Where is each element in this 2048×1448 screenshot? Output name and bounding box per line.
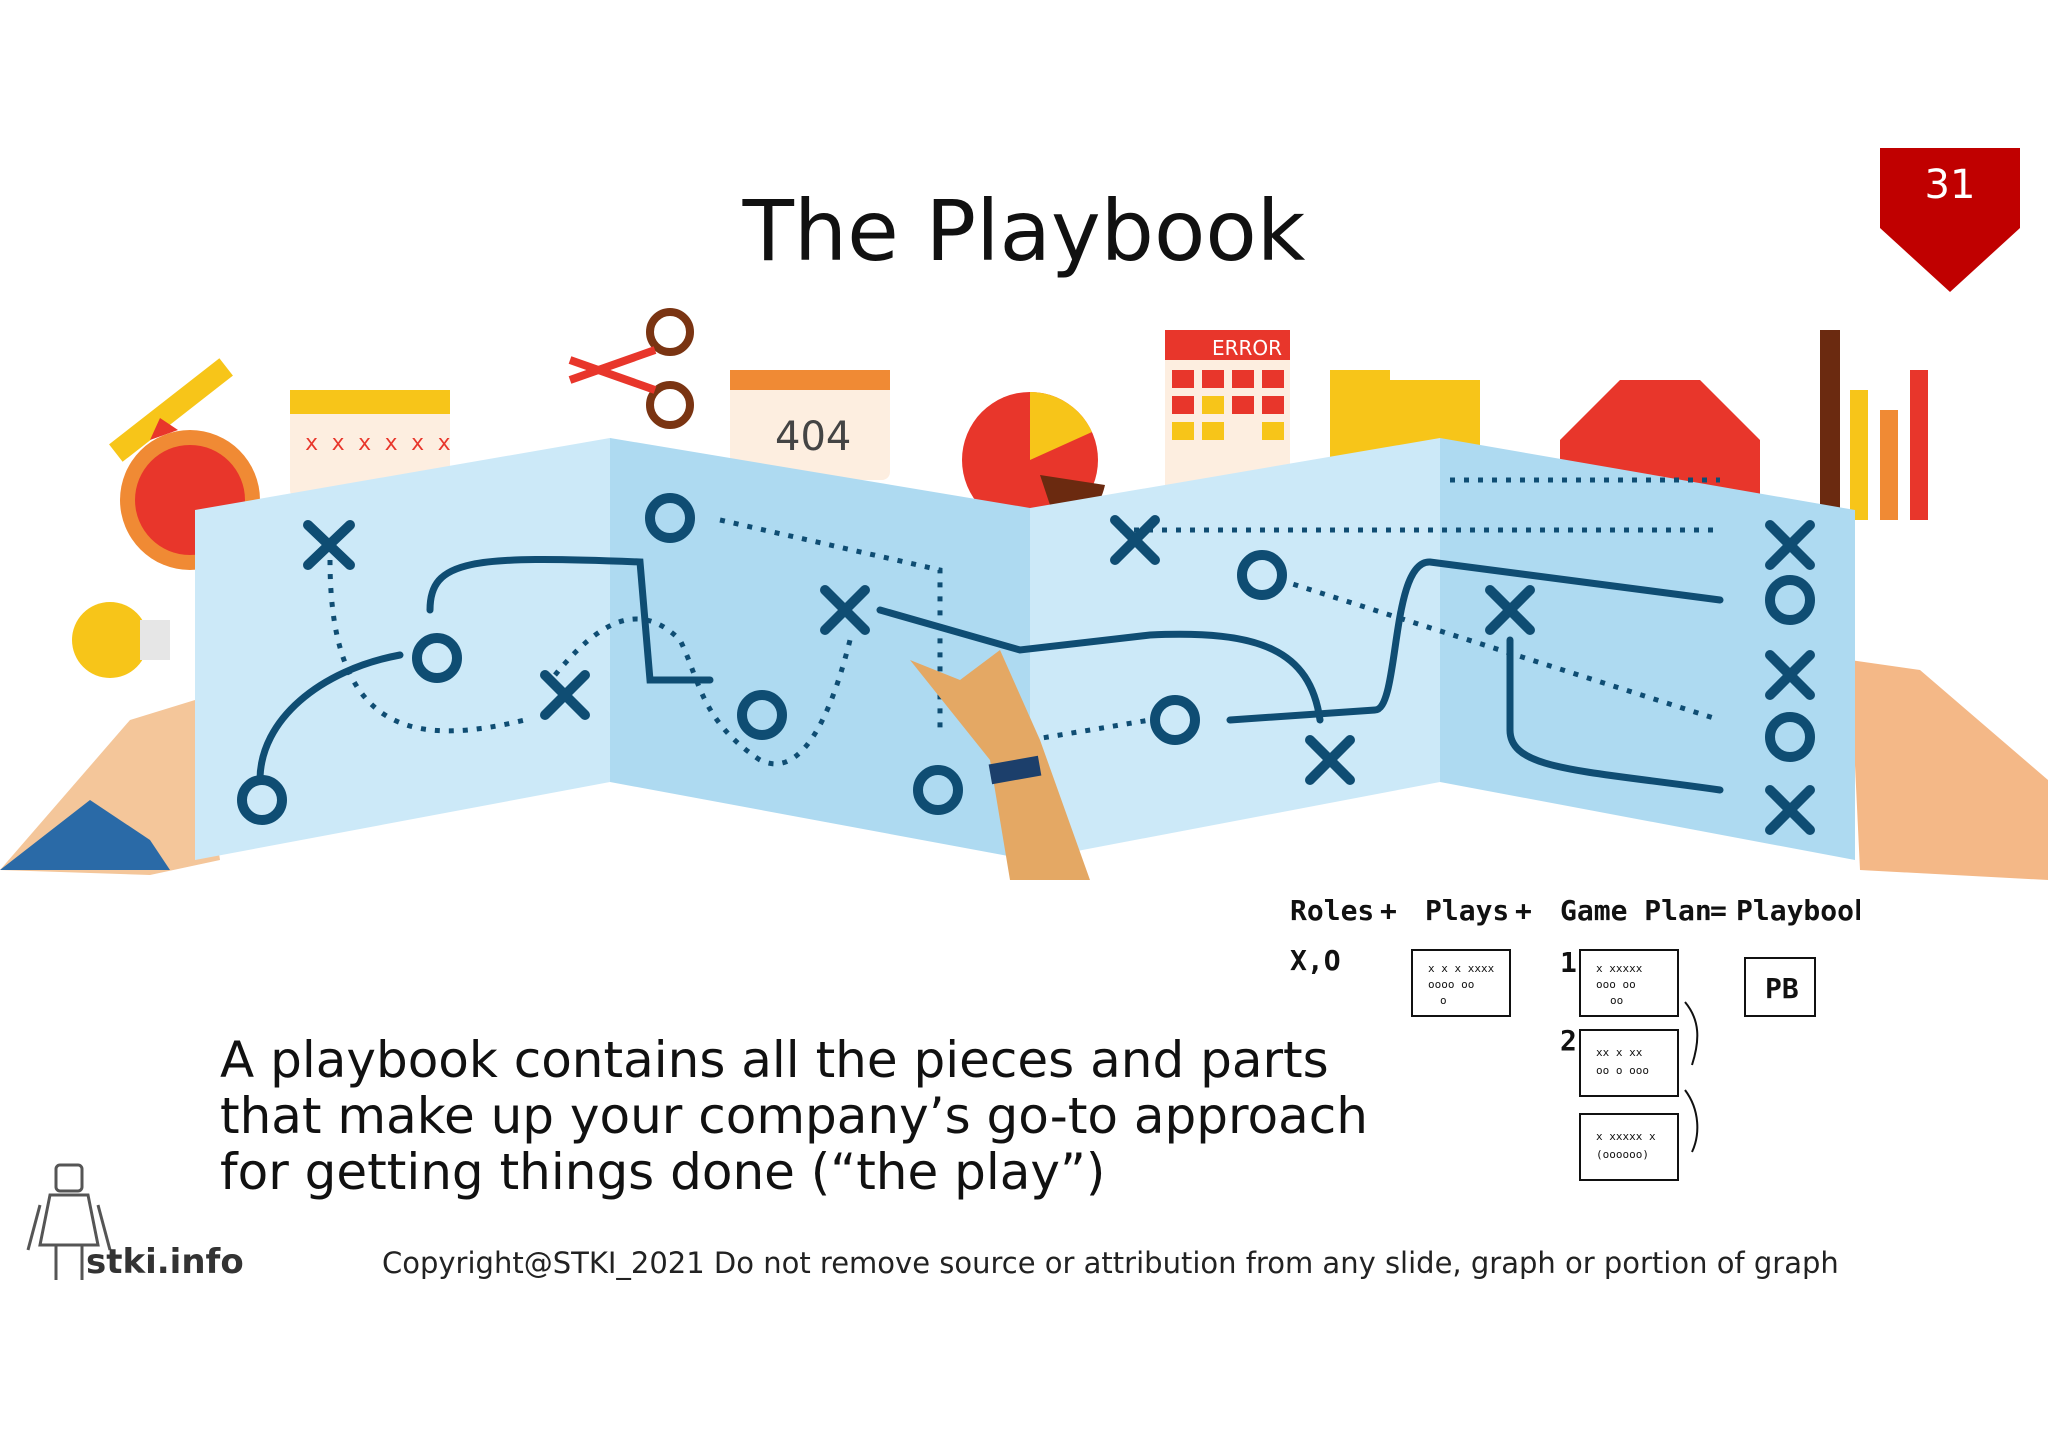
playbook-formula-diagram: Roles + Plays + Game Plan = Playbook X,O… xyxy=(1290,894,1860,1181)
lightbulb-icon xyxy=(72,602,170,678)
svg-text:oooo oo: oooo oo xyxy=(1428,978,1474,991)
svg-text:ERROR: ERROR xyxy=(1212,336,1282,360)
formula-plus: + xyxy=(1515,894,1532,927)
svg-text:x x x x x x: x x x x x x xyxy=(305,431,451,456)
formula-step-2: 2 xyxy=(1560,1024,1577,1057)
svg-text:x xxxxx: x xxxxx xyxy=(1596,962,1643,975)
formula-plays: Plays xyxy=(1425,894,1509,927)
svg-text:o: o xyxy=(1440,994,1447,1007)
logo-text: stki.info xyxy=(86,1242,244,1282)
scissors-icon xyxy=(568,308,694,429)
page-number-badge xyxy=(1880,148,2020,292)
svg-text:x x x xxxx: x x x xxxx xyxy=(1428,962,1495,975)
right-hand-icon xyxy=(1850,660,2048,880)
browser-404-icon: 404 xyxy=(730,370,890,480)
copyright-footer: Copyright@STKI_2021 Do not remove source… xyxy=(382,1246,1839,1280)
slide-title: The Playbook xyxy=(742,182,1306,280)
svg-text:oo o ooo: oo o ooo xyxy=(1596,1064,1649,1077)
pointing-hand-icon xyxy=(910,650,1090,880)
svg-text:404: 404 xyxy=(775,414,851,460)
body-text: A playbook contains all the pieces and p… xyxy=(220,1032,1370,1200)
formula-pb: PB xyxy=(1765,972,1799,1005)
bar-chart-icon xyxy=(1820,330,1928,520)
svg-text:(oooooo): (oooooo) xyxy=(1596,1148,1649,1161)
error-calculator-icon: ERROR xyxy=(1165,330,1290,490)
playbook-map-illustration: x x x x x x 404 ERROR xyxy=(0,308,2048,880)
svg-text:oo: oo xyxy=(1610,994,1623,1007)
sleeve-icon xyxy=(0,800,170,870)
formula-equals: = xyxy=(1710,894,1727,927)
svg-text:ooo oo: ooo oo xyxy=(1596,978,1636,991)
formula-roles: Roles xyxy=(1290,894,1374,927)
svg-text:x xxxxx x: x xxxxx x xyxy=(1596,1130,1656,1143)
page-number: 31 xyxy=(1924,162,1976,208)
body-line: that make up your company’s go-to approa… xyxy=(220,1087,1368,1145)
svg-text:xx x xx: xx x xx xyxy=(1596,1046,1643,1059)
pencil-icon xyxy=(109,358,233,462)
formula-step-1: 1 xyxy=(1560,946,1577,979)
formula-playbook: Playbook xyxy=(1736,894,1860,927)
calendar-icon: x x x x x x xyxy=(290,390,451,500)
formula-game-plan: Game Plan xyxy=(1560,894,1712,927)
body-line: for getting things done (“the play”) xyxy=(220,1143,1106,1201)
stki-logo-figure xyxy=(26,1163,112,1280)
body-line: A playbook contains all the pieces and p… xyxy=(220,1031,1329,1089)
formula-plus: + xyxy=(1380,894,1397,927)
formula-roles-symbols: X,O xyxy=(1290,944,1341,977)
